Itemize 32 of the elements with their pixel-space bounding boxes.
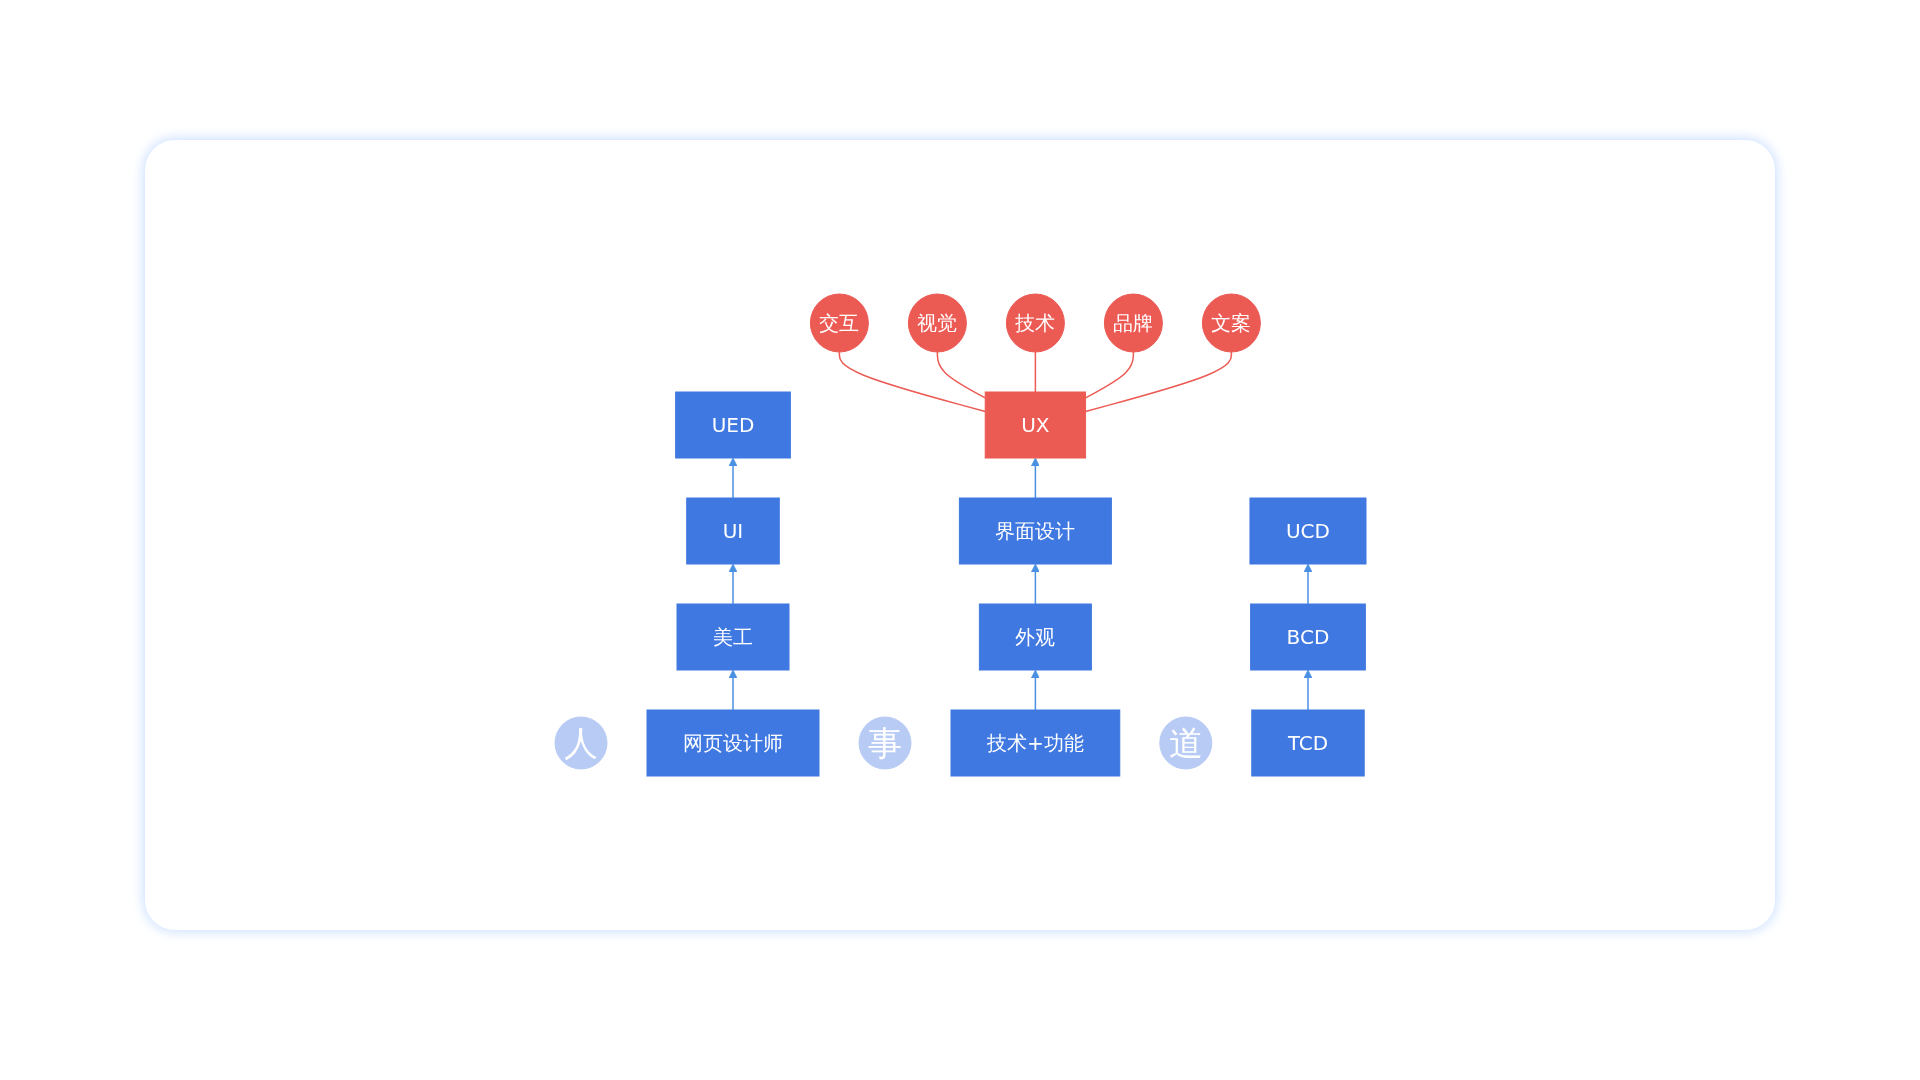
node-box: UED [674,391,791,459]
arrow [728,457,737,499]
arrow [728,669,737,711]
node-circle: 技术 [1005,293,1065,353]
node-box: UCD [1248,497,1366,565]
connector [1084,351,1134,399]
node-box: 界面设计 [958,497,1112,565]
arrow [728,563,737,605]
connector [936,351,986,399]
node-box: 网页设计师 [646,709,819,777]
node-box: UI [685,497,780,565]
node-circle: 道 [1158,716,1212,770]
node-box: TCD [1250,709,1365,777]
arrow [1030,457,1040,499]
node-box: 技术+功能 [950,709,1120,777]
node-box: 外观 [978,603,1092,671]
node-box: BCD [1249,603,1366,671]
arrow [1030,669,1040,711]
node-circle: 人 [554,716,607,770]
arrow [1030,563,1040,605]
connector [1034,351,1036,393]
connector [1084,351,1232,413]
connector [838,351,986,413]
arrow [1303,563,1312,605]
node-box: 美工 [676,603,789,671]
node-box: UX [984,391,1086,459]
node-circle: 文案 [1201,293,1261,353]
node-circle: 品牌 [1103,293,1163,353]
arrow [1303,669,1312,711]
node-circle: 事 [858,716,911,770]
node-circle: 视觉 [907,293,967,353]
node-circle: 交互 [809,293,869,353]
